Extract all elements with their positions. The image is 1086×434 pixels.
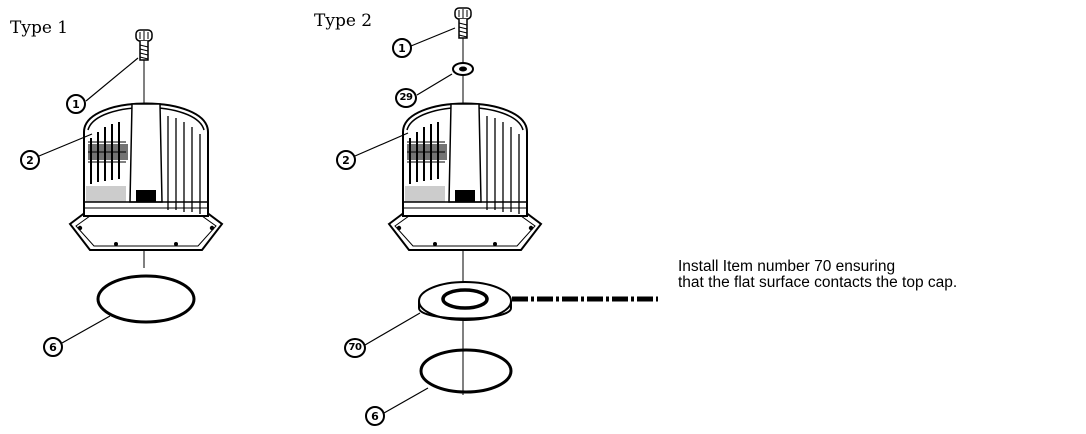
installation-note: Install Item number 70 ensuring that the… — [678, 259, 957, 291]
installation-note-line-1: Install Item number 70 ensuring — [678, 258, 896, 275]
callout-item-6: 6 — [365, 406, 385, 426]
callout-item-1: 1 — [66, 94, 86, 114]
type-2-label: Type 2 — [314, 11, 373, 31]
callout-item-70: 70 — [344, 338, 366, 358]
callout-item-6: 6 — [43, 337, 63, 357]
callout-item-2: 2 — [336, 150, 356, 170]
callout-item-29: 29 — [395, 88, 417, 108]
type-1-label: Type 1 — [10, 18, 69, 38]
callout-item-2: 2 — [20, 150, 40, 170]
callout-item-1: 1 — [392, 38, 412, 58]
installation-note-line-2: that the flat surface contacts the top c… — [678, 274, 958, 291]
